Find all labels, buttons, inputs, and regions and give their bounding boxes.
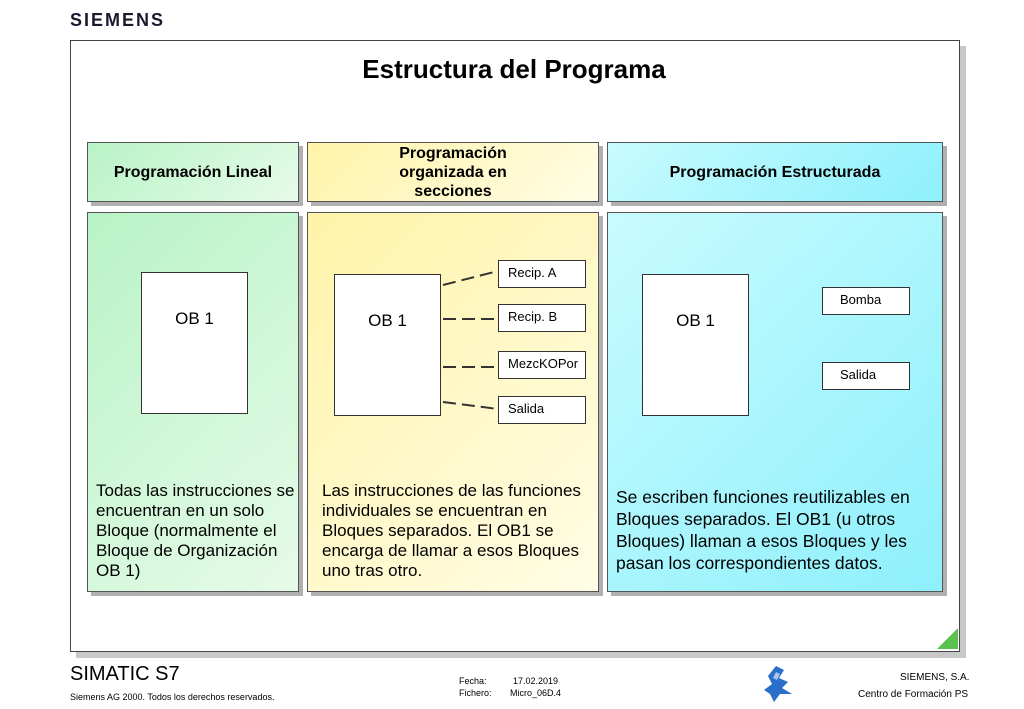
block-recip-a: Recip. A	[498, 260, 586, 288]
header-programacion-lineal: Programación Lineal	[87, 142, 299, 202]
block-recip-b: Recip. B	[498, 304, 586, 332]
connector-salida-secciones	[442, 401, 499, 410]
slide-title: Estructura del Programa	[362, 54, 666, 84]
ob1-block-secciones: OB 1	[334, 274, 441, 416]
company-name: SIEMENS, S.A.	[900, 672, 970, 683]
product-name: SIMATIC S7	[70, 663, 180, 685]
fecha-value: 17.02.2019	[513, 676, 559, 686]
block-mezckopor: MezcKOPor	[498, 351, 586, 379]
fichero-value: Micro_06D.4	[510, 688, 562, 698]
block-salida-secciones: Salida	[498, 396, 586, 424]
fecha-label: Fecha:	[459, 676, 487, 686]
description-secciones: Las instrucciones de las funciones indiv…	[322, 481, 581, 580]
training-center: Centro de Formación PS	[858, 689, 969, 700]
description-lineal: Todas las instrucciones se encuentran en…	[96, 481, 295, 580]
header-programacion-secciones: Programación organizada en secciones	[307, 142, 599, 202]
ob1-block-estructurada: OB 1	[642, 274, 749, 416]
copyright-text: Siemens AG 2000. Todos los derechos rese…	[70, 692, 275, 702]
page-corner-accent	[937, 628, 958, 649]
siemens-logo: SIEMENS	[70, 10, 166, 30]
fichero-label: Fichero:	[459, 688, 492, 698]
header-programacion-estructurada: Programación Estructurada	[607, 142, 943, 202]
block-salida-estructurada: Salida	[822, 362, 910, 390]
description-estructurada: Se escriben funciones reutilizables en B…	[616, 487, 910, 573]
connector-recip-a	[442, 270, 499, 286]
siemens-training-logo-icon	[764, 666, 792, 702]
ob1-block-lineal: OB 1	[141, 272, 248, 414]
block-bomba: Bomba	[822, 287, 910, 315]
